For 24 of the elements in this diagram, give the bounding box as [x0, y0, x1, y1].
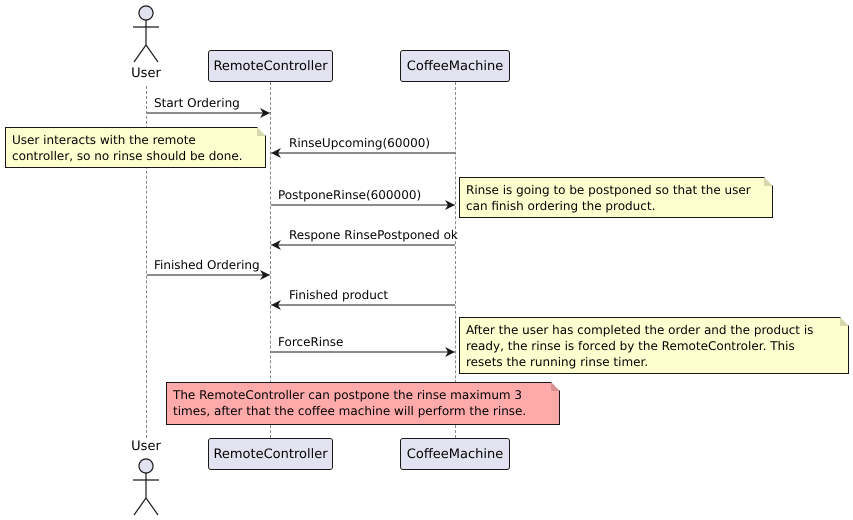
note: The RemoteController can postpone the rinse maximum 3 times, after that the coffee machine will perform the rinse. [166, 382, 560, 425]
message-arrow [270, 240, 456, 250]
edge-label: Start Ordering [154, 96, 240, 110]
edge-label: Finished product [289, 288, 388, 302]
note: Rinse is going to be postponed so that the user can finish ordering the product. [459, 177, 773, 218]
message-arrow [146, 270, 270, 280]
note: User interacts with the remote controller, so no rinse should be done. [5, 127, 266, 168]
message-arrow [270, 300, 456, 310]
message-arrow [270, 148, 456, 158]
edge-label: RinseUpcoming(60000) [289, 136, 430, 150]
actor-label: User [130, 66, 162, 81]
note: After the user has completed the order and the product is ready, the rinse is forced by the RemoteControler. This resets the running rinse timer. [459, 317, 849, 374]
message-arrow [146, 108, 270, 118]
participant-box: CoffeeMachine [400, 438, 510, 470]
edge-label: ForceRinse [278, 335, 344, 349]
message-arrow [270, 347, 456, 357]
actor-label: User [130, 439, 162, 454]
message-arrow [270, 200, 456, 210]
participant-box: RemoteController [208, 438, 333, 470]
edge-label: Finished Ordering [154, 258, 260, 272]
participant-box: RemoteController [208, 50, 333, 82]
edge-label: PostponeRinse(600000) [278, 188, 422, 202]
participant-box: CoffeeMachine [400, 50, 510, 82]
edge-label: Respone RinsePostponed ok [289, 228, 458, 242]
